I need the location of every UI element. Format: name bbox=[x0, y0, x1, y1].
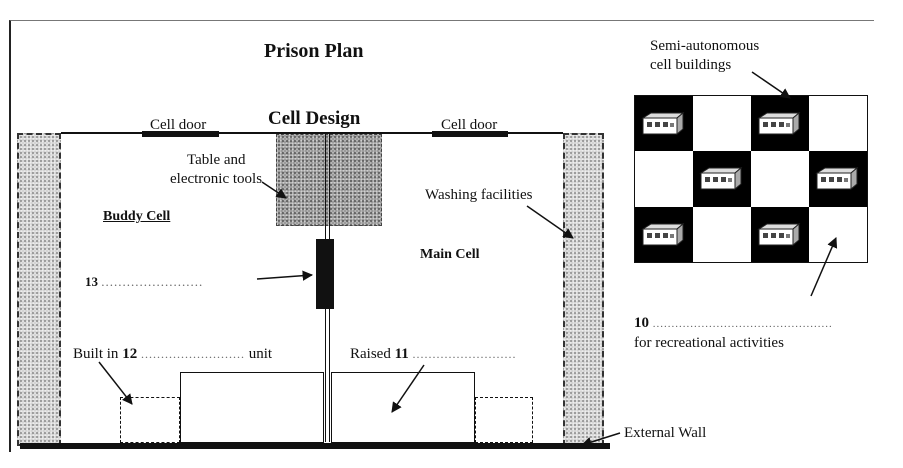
checker-cell-open bbox=[693, 96, 751, 152]
cell-door-right bbox=[432, 131, 508, 137]
top-wall-line bbox=[61, 132, 563, 134]
question-10-gap: 10 .....................................… bbox=[634, 316, 833, 331]
checker-cell-open bbox=[809, 206, 867, 262]
washing-facilities-label: Washing facilities bbox=[425, 187, 533, 203]
semi-autonomous-arrow bbox=[751, 71, 791, 99]
cell-building-icon bbox=[757, 221, 801, 247]
cell-building-icon bbox=[641, 221, 685, 247]
cell-design-heading: Cell Design bbox=[268, 108, 361, 129]
checker-cell-open bbox=[693, 206, 751, 262]
cell-building-icon bbox=[815, 165, 859, 191]
question-11-prefix: Raised bbox=[350, 346, 391, 362]
cell-building-icon bbox=[757, 110, 801, 136]
question-11-gap: Raised 11 .......................... bbox=[350, 347, 517, 362]
checker-cell-open bbox=[635, 151, 693, 207]
diagram-title: Prison Plan bbox=[264, 40, 364, 62]
cell-buildings-checkerboard bbox=[634, 95, 868, 263]
recreational-activities-label: for recreational activities bbox=[634, 335, 784, 351]
checker-cell-with-building bbox=[693, 151, 751, 207]
cell-building-icon bbox=[699, 165, 743, 191]
external-wall-label: External Wall bbox=[624, 425, 707, 441]
question-12-dots: .......................... bbox=[140, 347, 245, 361]
question-13-dots: ........................ bbox=[101, 274, 204, 289]
main-cell-label: Main Cell bbox=[420, 247, 480, 262]
question-10-arrow bbox=[810, 237, 838, 297]
external-wall-line bbox=[20, 443, 610, 449]
question-12-suffix: unit bbox=[248, 346, 273, 362]
right-side-wall-washing-facilities bbox=[563, 133, 604, 446]
checker-cell-open bbox=[751, 151, 809, 207]
main-cell-unit bbox=[475, 397, 533, 443]
question-12-arrow bbox=[98, 361, 133, 405]
semi-autonomous-label-line2: cell buildings bbox=[650, 57, 732, 73]
question-11-dots: .......................... bbox=[412, 347, 517, 361]
question-11-arrow bbox=[391, 364, 425, 413]
question-11-number: 11 bbox=[394, 346, 409, 362]
left-side-wall bbox=[17, 133, 61, 446]
buddy-cell-bed bbox=[180, 372, 324, 443]
semi-autonomous-label-line1: Semi-autonomous bbox=[650, 38, 760, 54]
question-12-gap: Built in 12 .......................... u… bbox=[73, 347, 272, 362]
cell-door-left-label: Cell door bbox=[150, 117, 207, 133]
question-12-prefix: Built in bbox=[73, 346, 119, 362]
cell-door-left bbox=[142, 131, 219, 137]
question-12-number: 12 bbox=[122, 346, 138, 362]
question-10-dots: ........................................… bbox=[652, 318, 833, 330]
table-tools-label-line1: Table and bbox=[187, 152, 246, 168]
question-13-arrow bbox=[256, 270, 314, 281]
cell-door-right-label: Cell door bbox=[441, 117, 498, 133]
checker-cell-with-building bbox=[635, 96, 693, 152]
checker-cell-with-building bbox=[809, 151, 867, 207]
question-10-number: 10 bbox=[634, 315, 649, 331]
washing-facilities-arrow bbox=[526, 205, 574, 239]
cell-building-icon bbox=[641, 110, 685, 136]
checker-cell-with-building bbox=[751, 96, 809, 152]
partition-device-bar bbox=[316, 239, 334, 309]
checker-cell-with-building bbox=[751, 206, 809, 262]
table-tools-label-line2: electronic tools bbox=[170, 171, 263, 187]
main-cell-raised-bed bbox=[331, 372, 475, 443]
table-tools-arrow bbox=[261, 181, 287, 199]
buddy-cell-label: Buddy Cell bbox=[103, 209, 171, 224]
question-13-number: 13 bbox=[85, 274, 98, 289]
diagram-frame bbox=[9, 20, 874, 452]
built-in-unit bbox=[120, 397, 180, 443]
external-wall-arrow bbox=[580, 432, 621, 448]
checker-cell-open bbox=[809, 96, 867, 152]
question-13-gap: 13 ........................ bbox=[85, 275, 203, 288]
checker-cell-with-building bbox=[635, 206, 693, 262]
